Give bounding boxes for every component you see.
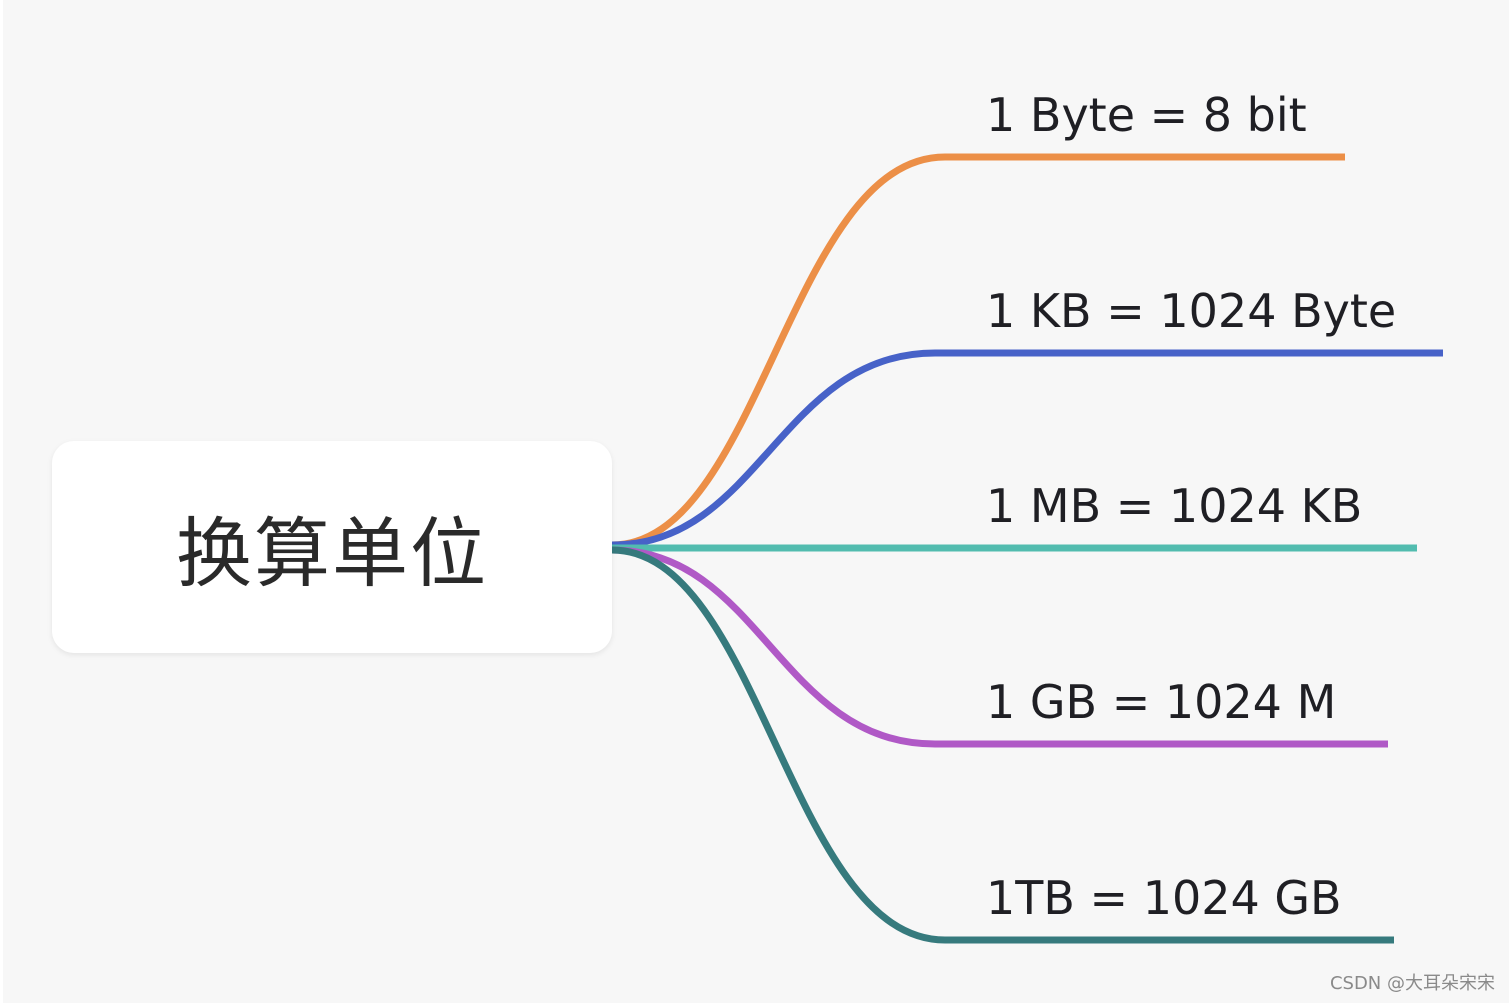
branch-line-tb <box>611 546 1394 944</box>
branch-line-byte <box>611 153 1345 549</box>
branch-label-byte[interactable]: 1 Byte = 8 bit <box>986 88 1307 142</box>
root-node[interactable]: 换算单位 <box>52 441 612 653</box>
canvas-edge <box>0 0 3 1003</box>
branch-line-gb <box>611 546 1388 748</box>
branch-label-mb[interactable]: 1 MB = 1024 KB <box>986 479 1362 533</box>
watermark: CSDN @大耳朵宋宋 <box>1329 973 1495 994</box>
root-node-label: 换算单位 <box>176 509 488 598</box>
branch-label-kb[interactable]: 1 KB = 1024 Byte <box>986 284 1396 338</box>
branch-line-kb <box>611 349 1443 549</box>
branch-label-tb[interactable]: 1TB = 1024 GB <box>986 871 1342 925</box>
branch-label-gb[interactable]: 1 GB = 1024 M <box>986 675 1336 729</box>
